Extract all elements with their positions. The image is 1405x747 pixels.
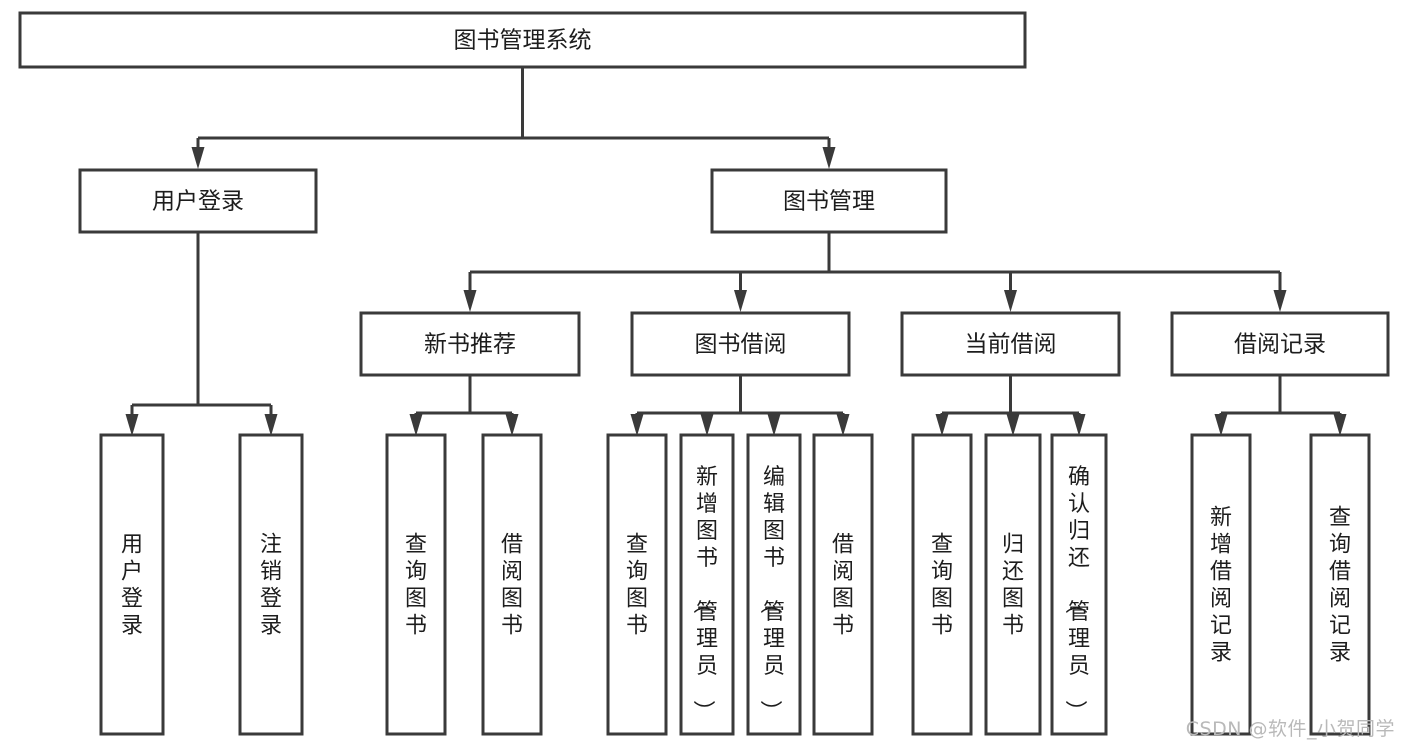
arrow-head-icon [409,414,423,436]
node-leaf-query-record[interactable]: 查询借阅记录 [1309,433,1371,736]
node-leaf-borrow-book-2[interactable]: 借阅图书 [812,433,874,736]
leaf-label: 新增借阅记录 [1210,506,1232,666]
node-box [630,311,851,377]
node-leaf-logout[interactable]: 注销登录 [238,433,304,736]
node-label: 用户登录 [152,189,244,215]
node-box [78,168,318,234]
node-leaf-add-record[interactable]: 新增借阅记录 [1190,433,1252,736]
arrow-head-icon [1072,414,1086,436]
leaf-label: 新增图书（管理员） [690,465,718,722]
node-box [984,433,1042,736]
arrow-head-icon [1006,414,1020,436]
node-box [238,433,304,736]
node-box [359,311,581,377]
node-box [900,311,1121,377]
leaf-label: 确认归还（管理员） [1062,465,1090,722]
node-box [679,433,735,736]
leaf-label: 查询图书 [626,533,648,639]
node-box [606,433,668,736]
arrow-head-icon [125,414,139,436]
arrow-head-icon [822,147,836,169]
node-leaf-query-book-2[interactable]: 查询图书 [606,433,668,736]
leaf-label: 查询借阅记录 [1329,506,1351,666]
arrow-head-icon [1214,414,1228,436]
node-leaf-borrow-book-1[interactable]: 借阅图书 [481,433,543,736]
leaf-label: 归还图书 [1002,533,1024,639]
node-leaf-query-book-1[interactable]: 查询图书 [385,433,447,736]
node-box [1190,433,1252,736]
leaf-label: 查询图书 [405,533,427,639]
node-label: 图书借阅 [695,332,787,358]
node-box [1170,311,1390,377]
node-box [1309,433,1371,736]
node-current-borrow[interactable]: 当前借阅 [900,311,1121,377]
node-leaf-add-book[interactable]: 新增图书（管理员） [679,433,735,736]
node-label: 当前借阅 [965,332,1057,358]
arrow-head-icon [1333,414,1347,436]
arrow-head-icon [836,414,850,436]
node-box [481,433,543,736]
node-leaf-query-book-3[interactable]: 查询图书 [911,433,973,736]
leaf-label: 用户登录 [121,533,143,639]
leaf-label: 借阅图书 [501,533,523,639]
node-book-borrow[interactable]: 图书借阅 [630,311,851,377]
arrow-head-icon [191,147,205,169]
leaf-label: 注销登录 [260,533,282,639]
arrow-head-icon [767,414,781,436]
leaf-label: 借阅图书 [832,533,854,639]
arrow-head-icon [463,290,477,312]
arrow-head-icon [1273,290,1287,312]
node-borrow-record[interactable]: 借阅记录 [1170,311,1390,377]
node-label: 新书推荐 [424,332,516,358]
arrow-head-icon [935,414,949,436]
arrow-head-icon [630,414,644,436]
node-layer: 图书管理系统用户登录图书管理新书推荐图书借阅当前借阅借阅记录用户登录注销登录查询… [18,11,1390,736]
arrow-head-icon [700,414,714,436]
arrow-head-icon [734,290,747,312]
node-box [710,168,948,234]
node-label: 借阅记录 [1234,332,1326,358]
node-label: 图书管理 [783,189,875,215]
node-box [746,433,802,736]
node-box [911,433,973,736]
connector-layer [125,67,1347,436]
node-book-manage[interactable]: 图书管理 [710,168,948,234]
node-box [99,433,165,736]
node-label: 图书管理系统 [454,28,592,54]
leaf-label: 编辑图书（管理员） [757,465,785,722]
node-leaf-edit-book[interactable]: 编辑图书（管理员） [746,433,802,736]
node-leaf-confirm-return[interactable]: 确认归还（管理员） [1050,433,1108,736]
node-box [385,433,447,736]
node-leaf-return-book[interactable]: 归还图书 [984,433,1042,736]
node-user-login[interactable]: 用户登录 [78,168,318,234]
node-box [1050,433,1108,736]
node-box [18,11,1027,69]
node-leaf-user-login[interactable]: 用户登录 [99,433,165,736]
node-new-book-recommend[interactable]: 新书推荐 [359,311,581,377]
node-root-system[interactable]: 图书管理系统 [18,11,1027,69]
arrow-head-icon [264,414,278,436]
arrow-head-icon [1004,290,1017,312]
arrow-head-icon [505,414,519,436]
leaf-label: 查询图书 [931,533,953,639]
node-box [812,433,874,736]
